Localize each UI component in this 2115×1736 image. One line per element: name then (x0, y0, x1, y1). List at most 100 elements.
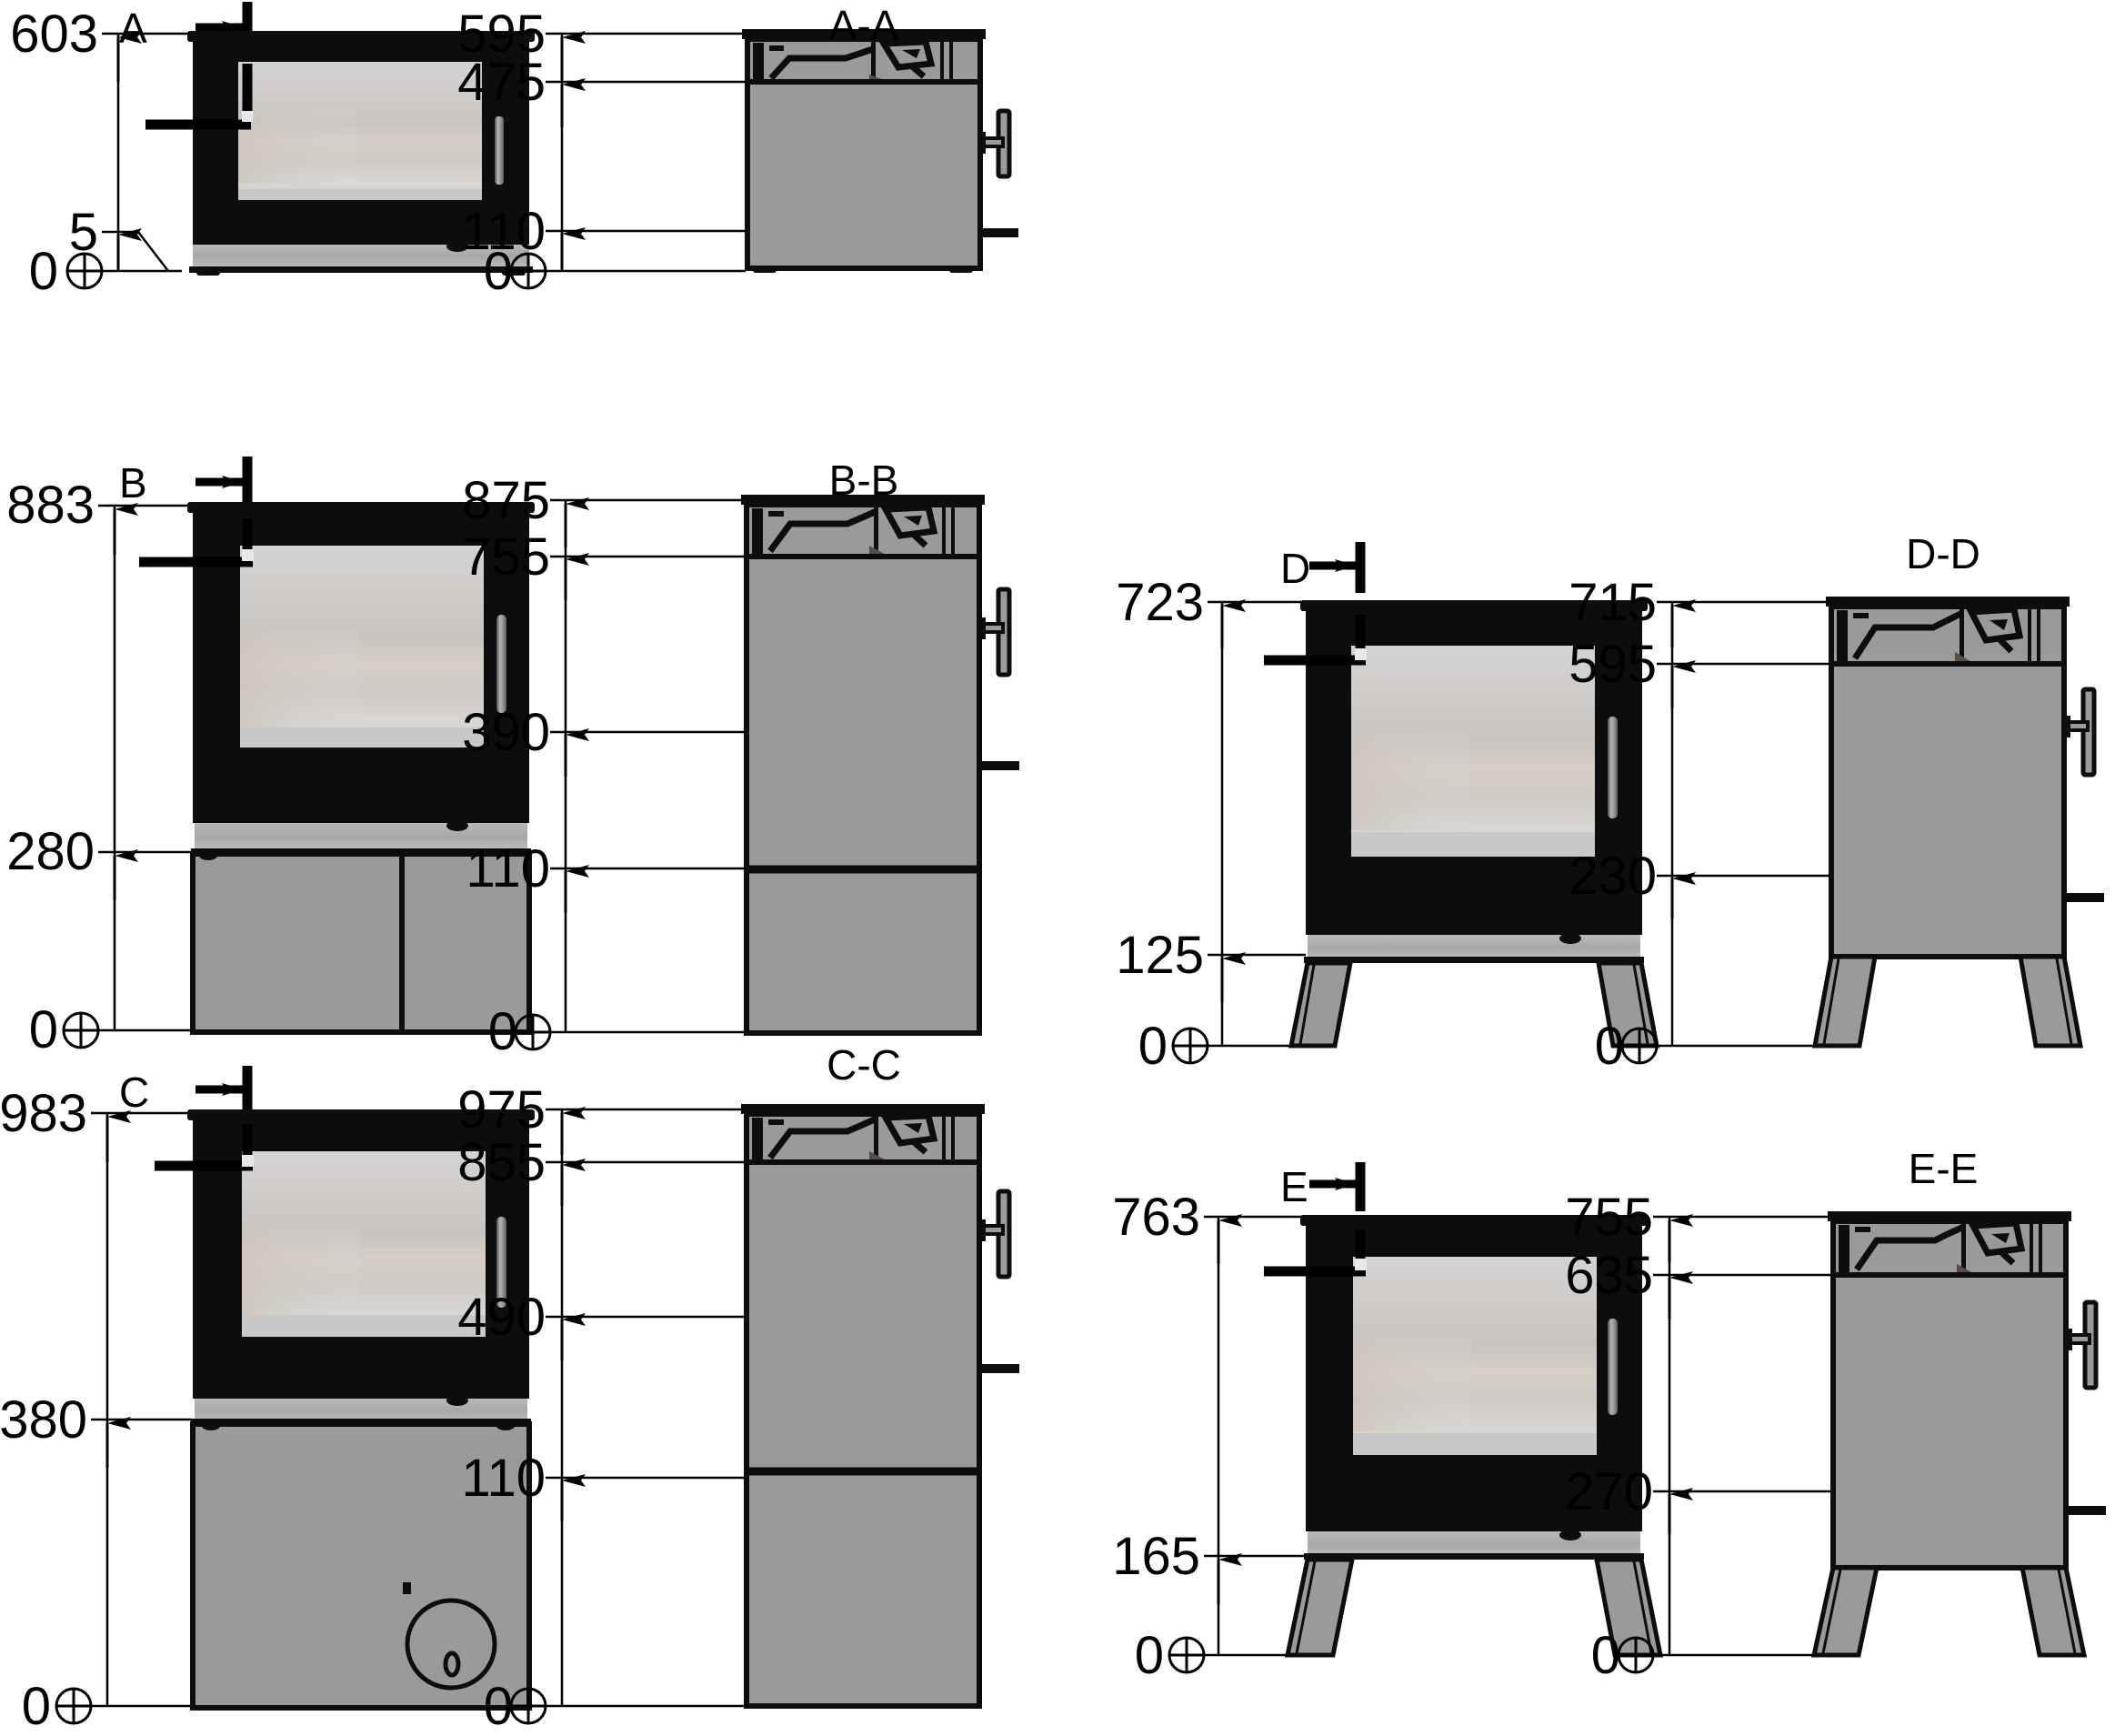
datum-symbol-C (55, 1687, 93, 1725)
view-DD-section: D-D 715 595 230 0 (1569, 527, 2115, 1073)
section-marker-label-A: A (119, 5, 147, 52)
section-marker-label-E: E (1280, 1163, 1308, 1210)
view-BB-geometry (514, 495, 1019, 1051)
dim-110-AA: 110 (461, 202, 546, 261)
view-E-front-elevation: E 763 165 0 (1112, 1137, 1673, 1722)
datum-symbol-EE (1617, 1636, 1655, 1674)
section-marker-label-D: D (1280, 545, 1311, 592)
view-A-geometry (65, 2, 535, 290)
dim-280: 280 (6, 822, 95, 881)
dimension-lines-CC (546, 1108, 753, 1708)
view-BB-section: B-B 875 755 390 110 0 (462, 455, 1073, 1059)
section-title-AA: A-A (828, 2, 899, 49)
stove-body-D (1288, 600, 1660, 1049)
dim-125: 125 (1116, 926, 1204, 985)
dim-zero-DD: 0 (1594, 1017, 1624, 1076)
view-B-front-elevation: B 883 280 0 (0, 455, 564, 1059)
section-body-EE (1810, 1211, 2106, 1658)
view-D-front-elevation: D 723 125 0 (1116, 527, 1673, 1073)
dimension-lines-BB (550, 498, 755, 1034)
view-AA-geometry (509, 29, 1018, 290)
air-control-leader-E (1264, 1229, 1367, 1277)
view-A-front-elevation: A 603 5 0 (0, 0, 564, 437)
air-control-leader-A (145, 64, 253, 130)
section-title-CC: C-C (827, 1041, 901, 1089)
section-marker-B (195, 457, 253, 506)
dimension-lines-C (91, 1111, 193, 1708)
dim-855: 855 (457, 1133, 546, 1192)
dim-975: 975 (457, 1080, 546, 1139)
view-CC-section: C-C 975 855 490 110 0 (457, 1044, 1073, 1733)
dim-zero-EE: 0 (1590, 1626, 1620, 1685)
section-body-AA (742, 29, 1018, 273)
air-control-leader-D (1264, 615, 1367, 666)
dim-390: 390 (462, 703, 550, 762)
section-body-BB (741, 495, 1019, 1036)
dim-zero-C: 0 (21, 1677, 51, 1736)
dim-983: 983 (0, 1084, 87, 1143)
dim-165: 165 (1112, 1527, 1200, 1586)
dim-755-EE: 755 (1565, 1188, 1653, 1247)
dim-875: 875 (462, 471, 550, 530)
dim-zero-CC: 0 (483, 1677, 513, 1736)
view-CC-geometry (509, 1104, 1019, 1725)
stove-body-C (187, 1109, 535, 1711)
section-marker-E (1309, 1162, 1366, 1211)
view-C-front-elevation: C 983 380 0 (0, 1064, 564, 1733)
section-marker-C (195, 1066, 253, 1111)
section-marker-label-C: C (119, 1069, 150, 1116)
section-marker-label-B: B (119, 459, 147, 507)
dim-110-CC: 110 (461, 1449, 546, 1508)
view-AA-section: A-A 595 475 110 0 (457, 0, 1073, 437)
dim-715: 715 (1569, 573, 1657, 632)
air-control-leader-B (139, 518, 254, 567)
dim-zero-AA: 0 (483, 242, 513, 301)
datum-symbol-DD (1620, 1027, 1659, 1065)
dim-270: 270 (1565, 1462, 1653, 1521)
view-C-geometry (55, 1066, 535, 1725)
dimension-lines-B (98, 504, 191, 1032)
dim-763: 763 (1112, 1188, 1200, 1247)
dim-zero-B: 0 (28, 1000, 58, 1059)
dim-5: 5 (68, 203, 98, 262)
dim-110-BB: 110 (466, 839, 550, 898)
stove-body-B (187, 502, 535, 1035)
datum-symbol-CC (509, 1687, 547, 1725)
air-control-leader-C (155, 1124, 254, 1171)
dim-zero-A: 0 (28, 242, 58, 301)
dim-230: 230 (1569, 847, 1657, 906)
dim-zero-D: 0 (1138, 1017, 1168, 1076)
datum-symbol-D (1171, 1027, 1209, 1065)
dim-zero-E: 0 (1134, 1626, 1164, 1685)
section-body-CC (741, 1104, 1019, 1709)
view-EE-geometry (1617, 1211, 2106, 1674)
section-title-DD: D-D (1906, 530, 1980, 577)
view-EE-section: E-E 755 635 270 0 (1565, 1137, 2115, 1722)
dim-755-BB: 755 (462, 527, 550, 587)
datum-symbol-BB (514, 1013, 552, 1051)
dimension-lines-A (102, 32, 191, 273)
section-title-BB: B-B (828, 457, 899, 504)
dimension-lines-EE (1653, 1215, 1839, 1657)
view-E-geometry (1168, 1162, 1664, 1674)
dimension-lines-DD (1657, 600, 1837, 1048)
dim-380: 380 (0, 1390, 87, 1450)
view-B-geometry (62, 457, 535, 1049)
dim-zero-BB: 0 (487, 1002, 517, 1061)
datum-symbol-E (1168, 1636, 1206, 1674)
dim-595: 595 (457, 5, 546, 64)
dimension-lines-AA (546, 32, 750, 273)
section-body-DD (1811, 597, 2104, 1049)
section-marker-D (1309, 542, 1366, 593)
view-D-geometry (1171, 542, 1660, 1065)
section-title-EE: E-E (1908, 1145, 1979, 1192)
dim-603: 603 (10, 5, 98, 64)
dim-635: 635 (1565, 1246, 1653, 1305)
dim-595-DD: 595 (1569, 635, 1657, 694)
dim-490: 490 (457, 1288, 546, 1347)
datum-symbol-A (65, 252, 104, 290)
dim-475: 475 (457, 53, 546, 112)
datum-symbol-AA (509, 252, 547, 290)
dim-723: 723 (1116, 573, 1204, 632)
dim-883: 883 (6, 476, 95, 535)
